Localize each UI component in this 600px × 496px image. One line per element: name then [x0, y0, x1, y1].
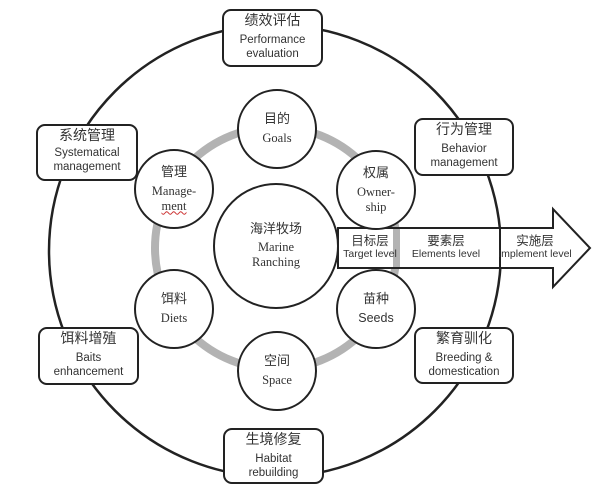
behavior-en-line1: Behavior: [441, 143, 487, 155]
ring-overlap: [393, 229, 400, 267]
center-node-marine-ranching: 海洋牧场 Marine Ranching: [213, 183, 339, 309]
habitat-en-line1: Habitat: [255, 453, 292, 465]
management-zh: 管理: [160, 164, 187, 180]
management-en-line1: Manage-: [151, 183, 197, 198]
behavior-en-line2: management: [430, 157, 498, 169]
box-behavior-management: 行为管理 Behavior management: [414, 118, 514, 176]
box-breeding-domestication: 繁育驯化 Breeding & domestication: [414, 327, 514, 384]
ownership-en-line2: ship: [365, 199, 387, 214]
elements-level-zh: 要素层: [427, 233, 465, 248]
node-management: 管理 Manage- ment: [134, 149, 214, 229]
center-en-line1: Marine: [257, 240, 295, 254]
diets-zh: 饵料: [160, 292, 187, 307]
goals-zh: 目的: [263, 112, 290, 127]
box-baits-enhancement: 饵料增殖 Baits enhancement: [38, 327, 139, 385]
seeds-zh: 苗种: [362, 292, 389, 307]
node-ownership: 权属 Owner- ship: [336, 150, 416, 230]
performance-en-line2: evaluation: [246, 48, 299, 60]
ownership-en-line1: Owner-: [357, 184, 395, 199]
systematical-en-line2: management: [53, 161, 121, 173]
center-en-line2: Ranching: [252, 255, 300, 269]
breeding-en-line2: domestication: [428, 366, 500, 378]
box-systematical-management: 系统管理 Systematical management: [36, 124, 138, 181]
baits-en-line2: enhancement: [53, 366, 124, 378]
node-diets: 饵料 Diets: [134, 269, 214, 349]
management-en-line2: ment: [161, 198, 187, 213]
implement-level-zh: 实施层: [516, 233, 554, 248]
ownership-zh: 权属: [362, 165, 389, 181]
target-level-en: Target level: [343, 248, 397, 260]
breeding-zh: 繁育驯化: [436, 331, 492, 347]
systematical-zh: 系统管理: [59, 128, 115, 144]
space-zh: 空间: [263, 354, 290, 369]
behavior-zh: 行为管理: [436, 122, 492, 138]
systematical-en-line1: Systematical: [54, 147, 120, 159]
seeds-en: Seeds: [358, 311, 394, 325]
arrow-label-target: 目标层 Target level: [340, 233, 400, 261]
node-seeds: 苗种 Seeds: [336, 269, 416, 349]
node-space: 空间 Space: [237, 331, 317, 411]
elements-level-en: Elements level: [411, 248, 481, 260]
implement-level-en: Implement level: [498, 248, 572, 260]
performance-en-line1: Performance: [239, 34, 306, 46]
box-habitat-rebuilding: 生境修复 Habitat rebuilding: [223, 428, 324, 484]
arrow-label-elements: 要素层 Elements level: [405, 233, 487, 261]
level-arrow: [337, 206, 592, 290]
arrow-label-implement: 实施层 Implement level: [492, 233, 578, 261]
box-performance-evaluation: 绩效评估 Performance evaluation: [222, 9, 323, 67]
goals-en: Goals: [262, 131, 292, 145]
node-goals: 目的 Goals: [237, 89, 317, 169]
habitat-en-line2: rebuilding: [248, 467, 299, 479]
breeding-en-line1: Breeding &: [435, 352, 493, 364]
center-zh: 海洋牧场: [249, 222, 302, 237]
baits-zh: 饵料增殖: [60, 331, 117, 347]
space-en: Space: [262, 373, 292, 387]
target-level-zh: 目标层: [351, 233, 389, 248]
baits-en-line1: Baits: [75, 352, 102, 364]
habitat-zh: 生境修复: [245, 432, 302, 448]
diets-en: Diets: [160, 311, 188, 325]
performance-zh: 绩效评估: [244, 13, 301, 29]
